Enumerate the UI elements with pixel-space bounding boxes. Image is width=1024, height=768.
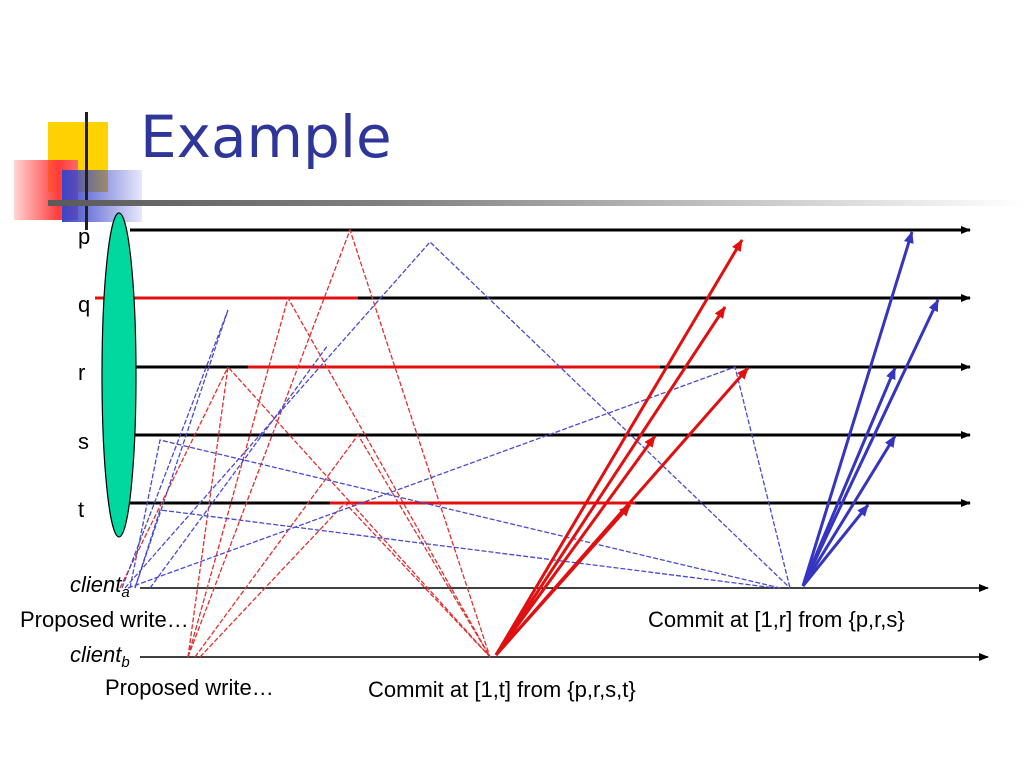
dashed-red-path (119, 366, 229, 589)
dashed-red-path (187, 228, 491, 658)
process-label-r: r (78, 360, 86, 385)
decor-vertical-rule (85, 112, 88, 230)
client-b-commit-messages (494, 239, 750, 656)
commit-b-label: Commit at [1,t] from {p,r,s,t} (368, 677, 636, 702)
dashed-blue-path (124, 241, 791, 589)
proposed-write-a-label: Proposed write… (20, 607, 189, 632)
updated-state-segments (95, 296, 660, 505)
commit-a-label: Commit at [1,r] from {p,r,s} (648, 607, 905, 632)
client-b-label: clientb (70, 642, 130, 671)
commit-b-arrow-q (494, 306, 727, 656)
dashed-blue-path (149, 344, 329, 589)
proposed-write-b-label: Proposed write… (105, 675, 274, 700)
process-label-p: p (78, 224, 91, 249)
dashed-red-path (194, 433, 491, 658)
commit-a-arrow-r (801, 367, 897, 587)
title-underline (48, 200, 1024, 206)
commit-b-arrow-t (494, 504, 632, 656)
commit-a-arrow-t (801, 504, 870, 587)
process-label-t: t (78, 497, 85, 522)
dashed-blue-path (127, 366, 791, 589)
client-b-dashed-messages (119, 228, 491, 658)
client-a-name: client (70, 572, 122, 597)
slide-title: Example (140, 103, 392, 171)
dashed-red-path (187, 296, 491, 658)
client-a-commit-messages (801, 231, 940, 587)
client-a-dashed-messages (121, 241, 791, 589)
client-timelines (140, 584, 989, 661)
quorum-ellipse (101, 212, 137, 538)
commit-a-arrow-p (801, 231, 914, 587)
process-label-q: q (78, 292, 91, 317)
client-a-label: clienta (70, 572, 130, 601)
commit-b-arrow-p (494, 239, 744, 656)
commit-b-arrow-s (494, 435, 657, 656)
client-b-name: client (70, 642, 122, 667)
client-a-subscript: a (121, 584, 130, 601)
commit-a-arrow-s (801, 435, 897, 587)
dashed-blue-path (134, 509, 776, 589)
client-b-subscript: b (121, 654, 130, 671)
process-label-s: s (78, 429, 89, 454)
dashed-red-path (187, 365, 491, 658)
dashed-red-path (199, 502, 491, 658)
commit-a-arrow-q (801, 299, 940, 587)
decor-blue-square (62, 170, 142, 222)
dashed-blue-path (121, 309, 229, 589)
